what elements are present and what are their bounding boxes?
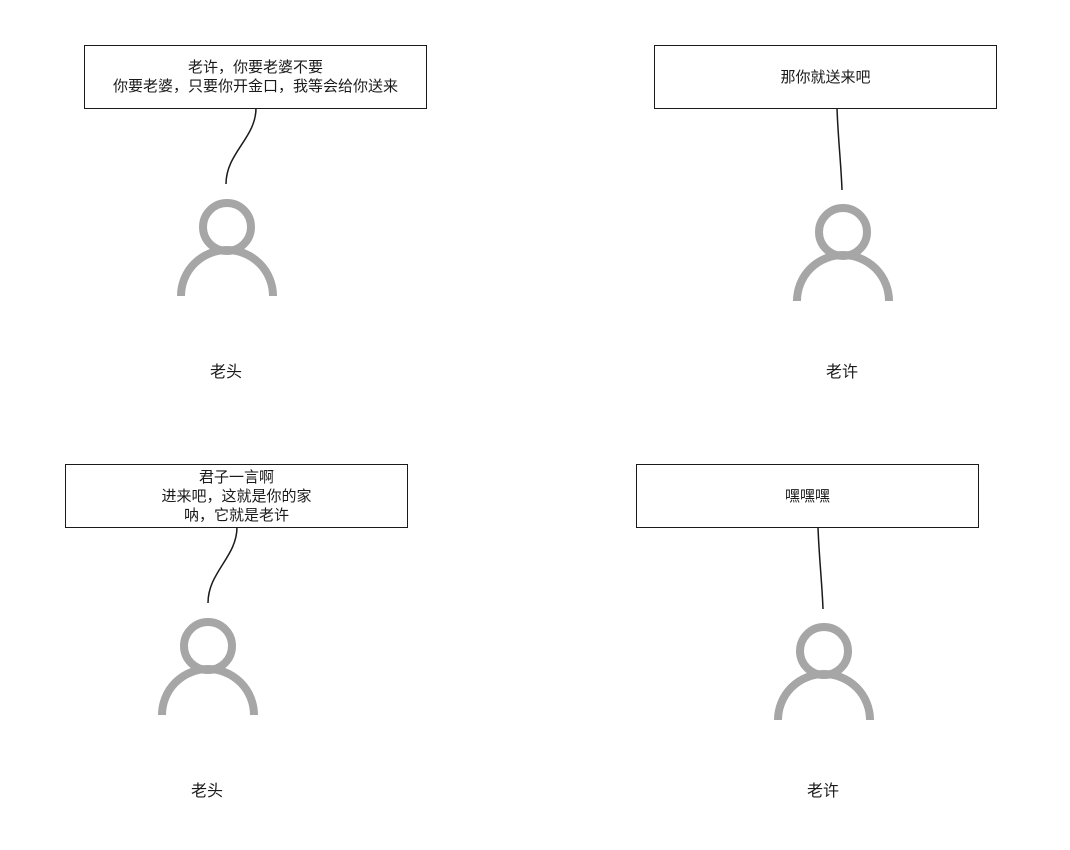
character-name: 老许	[806, 781, 839, 800]
character-name: 老头	[190, 781, 223, 800]
speech-line: 那你就送来吧	[780, 67, 871, 86]
person-icon	[793, 204, 893, 302]
character-name: 老许	[825, 362, 858, 381]
person-icon	[774, 623, 874, 721]
speech-line: 进来吧，这就是你的家	[161, 486, 312, 505]
character-name: 老头	[209, 362, 242, 381]
speech-bubble[interactable]: 那你就送来吧	[654, 45, 997, 109]
speech-line: 老许，你要老婆不要	[187, 58, 323, 76]
speech-line: 君子一言啊	[198, 467, 274, 486]
speech-tail	[225, 107, 257, 185]
speech-bubble[interactable]: 君子一言啊 进来吧，这就是你的家 呐，它就是老许	[65, 464, 408, 528]
speech-line: 你要老婆，只要你开金口，我等会给你送来	[112, 77, 398, 95]
person-icon	[158, 618, 258, 716]
speech-line: 呐，它就是老许	[183, 505, 289, 524]
speech-tail	[817, 526, 824, 610]
speech-tail	[836, 107, 843, 191]
person-icon	[177, 199, 277, 297]
speech-tail	[207, 526, 238, 604]
speech-bubble[interactable]: 嘿嘿嘿	[636, 464, 979, 528]
speech-bubble[interactable]: 老许，你要老婆不要 你要老婆，只要你开金口，我等会给你送来	[84, 45, 427, 109]
speech-line: 嘿嘿嘿	[784, 486, 830, 505]
